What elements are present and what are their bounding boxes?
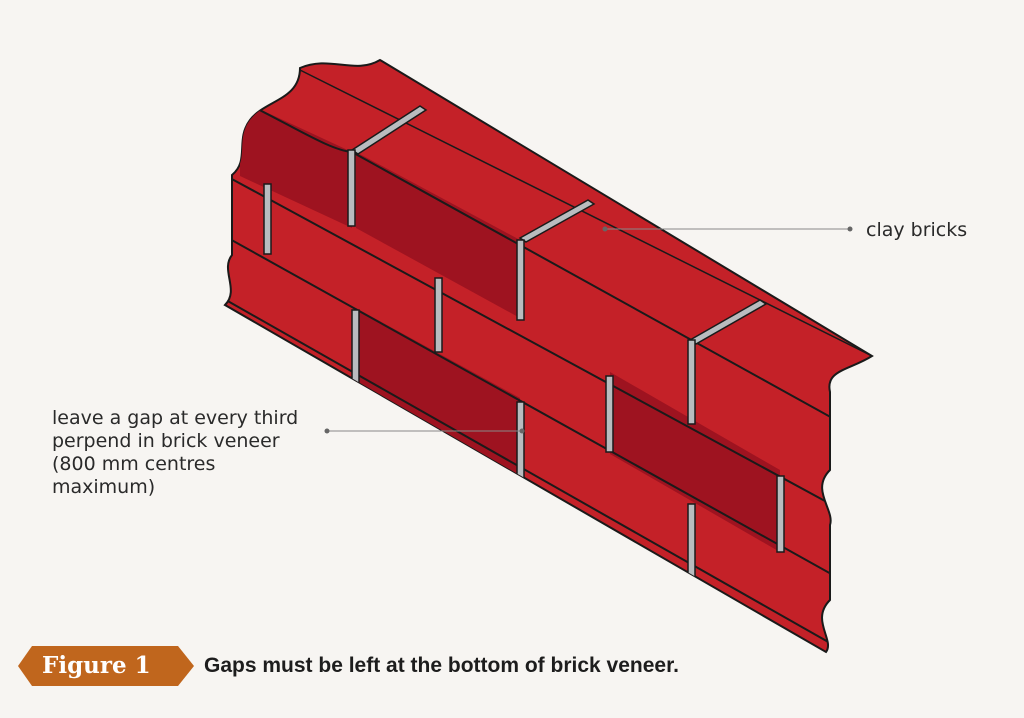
course-line [227,237,861,591]
perpend-gaps [263,149,785,585]
top-mortar-gaps [350,105,768,345]
course-line [299,69,872,357]
label-perpend-gap: leave a gap at every third perpend in br… [52,407,299,498]
figure-caption: Gaps must be left at the bottom of brick… [204,654,679,677]
brick-dark-face [356,308,520,480]
brick-dark-face [240,100,352,228]
figure-badge: Figure 1 [18,646,196,686]
leader-perpend-gap [324,428,525,434]
label-clay-bricks: clay bricks [866,219,968,241]
leader-clay-bricks [602,226,853,232]
course-line [225,299,861,652]
badge-shape [18,646,194,686]
course-line [229,177,861,521]
figure-number: Figure 1 [42,652,151,679]
brick-dark-face [356,152,520,318]
brick-dark-face [610,372,780,552]
